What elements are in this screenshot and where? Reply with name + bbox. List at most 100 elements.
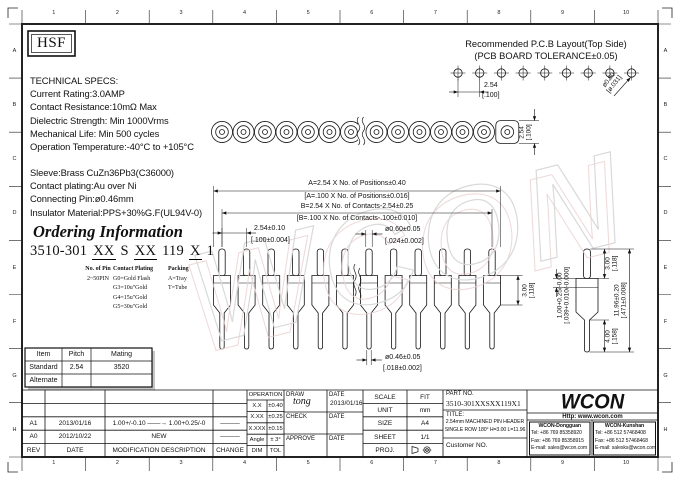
code-packing: X xyxy=(188,243,202,260)
code-prefix: 3510-301 xyxy=(30,243,88,259)
legend-line: G4=15u"Gold xyxy=(113,294,148,301)
ruler-letter: D xyxy=(663,210,668,217)
rev-desc: 1.00+/-0.10 ——→ 1.00+0.25/-0 xyxy=(112,419,206,427)
ruler-num: 6 xyxy=(370,460,374,466)
rev-cell: A0 xyxy=(29,433,38,440)
hsf-logo-box xyxy=(27,30,76,57)
part-no-label: PART NO. xyxy=(446,391,474,397)
scale-value: FIT xyxy=(420,393,430,401)
company-website: Http: www.wcon.com xyxy=(562,413,623,420)
dim-a-mm: A=2.54 X No. of Positions±0.40 xyxy=(308,180,406,187)
ruler-num: 1 xyxy=(52,460,56,466)
ruler-letter: F xyxy=(12,318,17,325)
material-line: Connecting Pin:ø0.46mm xyxy=(30,193,134,205)
ruler-num: 10 xyxy=(623,460,630,466)
code-pin-count: XX xyxy=(92,243,116,260)
ruler-num: 2 xyxy=(115,460,119,466)
mating-table-grid xyxy=(24,347,155,390)
legend-line: G3=10u"Gold xyxy=(113,285,148,291)
code-plating: XX xyxy=(133,243,158,260)
legend-line: G5=30u"Gold xyxy=(113,304,148,310)
approve-date-label: DATE xyxy=(329,435,345,442)
spec-line: Current Rating:3.0AMP xyxy=(30,88,125,100)
ruler-num: 1 xyxy=(52,10,56,16)
legend-line: 2~50PIN xyxy=(87,275,109,282)
dim-collar-mm: 1.00+0.25/-0.00 xyxy=(556,272,564,319)
pcb-layout-subtitle: (PCB BOARD TOLERANCE±0.05) xyxy=(474,51,618,61)
dimension-lines xyxy=(212,77,632,362)
rev-header: MODIFICATION DESCRIPTION xyxy=(112,447,206,454)
company-logo: WCON xyxy=(560,390,625,414)
dim-overall-in: [.471±0.008] xyxy=(621,281,628,318)
ruler-num: 4 xyxy=(243,10,247,16)
office-kunshan-fax: Fax: +86 512 57468468 xyxy=(595,437,648,444)
ruler-letter: A xyxy=(663,48,668,55)
ruler-num: 10 xyxy=(623,10,630,16)
legend-title: No. of Pin xyxy=(85,266,111,272)
extension-lines xyxy=(213,79,634,365)
dim-b-mm: B=2.54 X No. of Contacts-2.54±0.25 xyxy=(300,202,414,210)
legend-line: T=Tube xyxy=(168,285,188,291)
part-title-line2: SINGLE ROW 180° H=3.00 L=11.96 xyxy=(444,426,526,433)
dim-tail-in: [.158] xyxy=(612,327,619,345)
office-kunshan-email: E-mail: salesks@wcon.com xyxy=(595,445,657,451)
dim-pcb-pitch-in: [.100] xyxy=(482,91,500,99)
tol-dim: X.XXX xyxy=(248,425,266,432)
ruler-letter: H xyxy=(12,426,17,433)
office-dongguan-email: E-mail: sales@wcon.com xyxy=(531,445,588,451)
ruler-letter: C xyxy=(12,156,17,163)
legend-title: Packing xyxy=(168,266,189,272)
dim-collar-in: [.039+0.010/-0.000] xyxy=(564,267,571,324)
size-label: SIZE xyxy=(377,420,393,428)
top-view-strip xyxy=(211,115,520,149)
code-series: S xyxy=(120,243,129,259)
tol-val: ±0.15 xyxy=(268,425,283,432)
watermark: WCON WCON xyxy=(172,122,645,382)
dim-tail-length: 4.00 [.158] xyxy=(605,308,620,364)
customer-no-label: Customer NO. xyxy=(446,442,488,449)
dim-pcb-pitch-mm: 2.54 xyxy=(484,82,498,89)
tech-specs: TECHNICAL SPECS: Current Rating:3.0AMP C… xyxy=(30,74,194,153)
dim-pitch-mm: 2.54±0.10 xyxy=(254,225,286,232)
tol-val: TOL xyxy=(269,448,282,455)
dim-pin-dia-in: [.024±0.002] xyxy=(385,237,424,245)
material-line: Contact plating:Au over Ni xyxy=(30,180,137,192)
sheet-label: SHEET xyxy=(374,433,396,441)
dim-body-in: [.118] xyxy=(529,282,536,299)
office-dongguan-name: WCON-Dongguan xyxy=(538,422,582,429)
tol-dim: Angle xyxy=(249,436,265,443)
material-line: Sleeve:Brass CuZn36Pb3(C36000) xyxy=(30,167,174,178)
legend-plating: Contact Plating G0=Gold Flash G3=10u"Gol… xyxy=(113,265,153,313)
ruler-letter: G xyxy=(12,372,17,379)
ruler-letter: H xyxy=(663,426,668,433)
legend-packing: Packing A=Tray T=Tube xyxy=(168,265,189,294)
dim-tail-dia-mm: ø0.46±0.05 xyxy=(385,353,421,361)
ruler-num: 6 xyxy=(370,10,374,16)
ruler-letter: G xyxy=(663,372,668,379)
sheet-frame xyxy=(7,7,673,473)
ruler-num: 8 xyxy=(497,460,501,466)
code-suffix: 1 xyxy=(206,243,215,259)
rev-date: 2013/01/16 xyxy=(58,419,92,427)
ruler-letter: C xyxy=(663,156,668,163)
materials-specs: Sleeve:Brass CuZn36Pb3(C36000) Contact p… xyxy=(30,166,202,219)
tol-dim: X.XX xyxy=(250,414,264,421)
rev-desc: NEW xyxy=(151,433,167,440)
check-label: CHECK xyxy=(286,413,308,420)
rev-header: CHANGE xyxy=(216,447,244,454)
legend-title: Contact Plating xyxy=(113,266,154,272)
dim-top-view-width-in: [.100] xyxy=(526,123,533,141)
ruler-num: 4 xyxy=(243,460,247,466)
dim-pin-dia-mm: ø0.60±0.05 xyxy=(385,226,421,233)
tol-val: ±0.25 xyxy=(268,414,283,421)
spec-line: Contact Resistance:10mΩ Max xyxy=(30,101,157,113)
size-value: A4 xyxy=(421,420,429,428)
office-kunshan-name: WCON-Kunshan xyxy=(604,422,645,429)
mating-header-mating: Mating xyxy=(110,351,132,358)
title-block-grid xyxy=(22,389,658,457)
